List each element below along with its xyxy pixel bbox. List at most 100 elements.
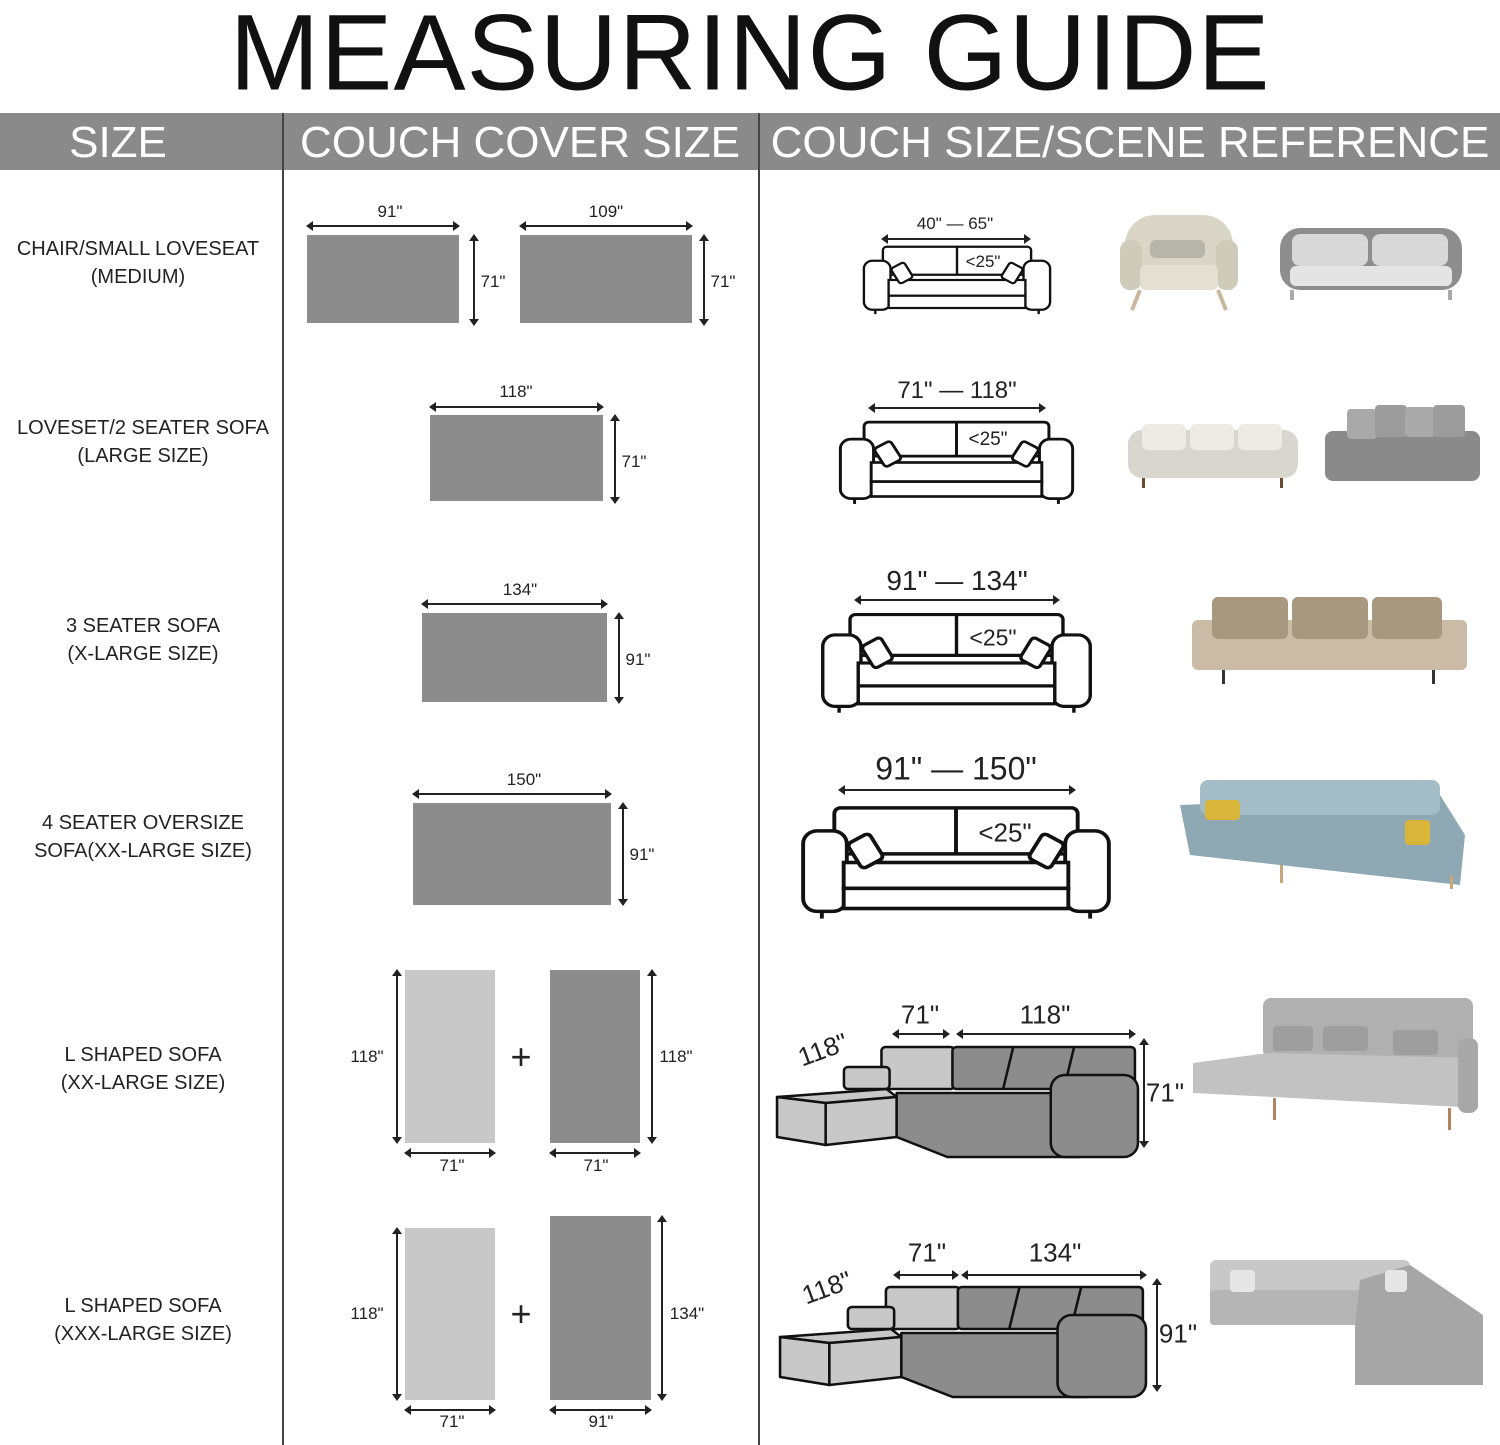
cover-width: 91" (377, 202, 403, 221)
cover-height: 91" (625, 650, 651, 669)
cover-rect (307, 235, 459, 323)
dimension-arrow (961, 1270, 1147, 1280)
range-arrow (881, 234, 1031, 244)
width-arrow (412, 789, 612, 799)
size-label: L SHAPED SOFA (XXX-LARGE SIZE) (54, 1292, 232, 1348)
sofa-depth: 71" (1145, 1077, 1185, 1108)
cover-height: 118" (659, 1047, 693, 1066)
cover-height: 91" (629, 845, 655, 864)
width-arrow (404, 1148, 496, 1158)
cover-rect (422, 613, 607, 702)
cover-height: 71" (621, 452, 647, 471)
couch-depth: <25" (978, 817, 1032, 848)
couch-range: 91" — 134" (886, 565, 1028, 596)
couch-diagram-icon (800, 805, 1112, 920)
width-arrow (421, 599, 608, 609)
cover-width: 71" (583, 1156, 609, 1175)
dimension-arrow (1152, 1278, 1162, 1392)
height-arrow (657, 1215, 667, 1401)
couch-depth: <25" (965, 252, 1001, 271)
size-class: (XXX-LARGE SIZE) (54, 1323, 232, 1345)
couch-depth: <25" (968, 429, 1008, 450)
dimension-arrow (892, 1029, 950, 1039)
height-arrow (469, 234, 479, 326)
header-bar (0, 113, 1500, 170)
size-class: (XX-LARGE SIZE) (60, 1072, 226, 1094)
seat-width: 71" (900, 999, 940, 1030)
l-sofa-photo (1210, 1260, 1483, 1385)
cover-rect-light (405, 970, 495, 1143)
height-arrow (610, 414, 620, 504)
cover-width: 71" (439, 1156, 465, 1175)
couch-range: 71" — 118" (897, 377, 1017, 404)
height-arrow (647, 969, 657, 1144)
sofa-photo (1180, 780, 1465, 889)
cover-rect-light (405, 1228, 495, 1400)
cover-width: 91" (588, 1412, 614, 1431)
cover-height: 134" (669, 1304, 705, 1323)
couch-diagram-icon (862, 245, 1052, 315)
sofa-photo (1192, 597, 1467, 684)
size-class: SOFA(XX-LARGE SIZE) (34, 840, 252, 862)
column-divider (282, 113, 284, 1445)
width-arrow (549, 1148, 641, 1158)
header-cover-size: COUCH COVER SIZE (299, 118, 741, 167)
couch-diagram-icon (820, 612, 1093, 714)
cover-rect (430, 415, 603, 501)
cover-width: 150" (506, 770, 542, 789)
plus-sign: + (510, 1293, 532, 1334)
cover-width: 118" (499, 382, 533, 401)
range-arrow (854, 595, 1060, 605)
cover-rect (550, 1216, 651, 1400)
cover-rect (520, 235, 692, 323)
size-label: 3 SEATER SOFA (X-LARGE SIZE) (66, 612, 220, 668)
l-sofa-diagram-icon (778, 1285, 1148, 1400)
dimension-arrow (893, 1270, 959, 1280)
height-arrow (699, 234, 709, 326)
height-arrow (614, 612, 624, 704)
cover-height: 118" (350, 1304, 384, 1323)
size-label: L SHAPED SOFA (XX-LARGE SIZE) (61, 1041, 225, 1097)
dimension-arrow (1139, 1038, 1149, 1148)
height-arrow (618, 802, 628, 906)
sofa-length: 134" (1028, 1237, 1082, 1268)
size-label: LOVESET/2 SEATER SOFA (LARGE SIZE) (17, 414, 269, 470)
couch-depth: <25" (969, 624, 1017, 651)
size-class: (LARGE SIZE) (77, 445, 209, 467)
size-name: CHAIR/SMALL LOVESEAT (16, 238, 260, 260)
size-name: LOVESET/2 SEATER SOFA (17, 417, 269, 439)
size-name: 4 SEATER OVERSIZE (42, 812, 244, 834)
header-size: SIZE (69, 118, 167, 167)
size-name: L SHAPED SOFA (64, 1044, 222, 1066)
width-arrow (404, 1405, 496, 1415)
width-arrow (549, 1405, 652, 1415)
dimension-arrow (956, 1029, 1136, 1039)
cover-rect (550, 970, 640, 1143)
couch-diagram-icon (838, 420, 1075, 505)
cover-width: 134" (502, 580, 538, 599)
cover-height: 118" (350, 1047, 384, 1066)
column-divider (758, 113, 760, 1445)
range-arrow (838, 785, 1076, 795)
size-class: (X-LARGE SIZE) (67, 643, 219, 665)
seat-width: 71" (907, 1237, 947, 1268)
size-label: CHAIR/SMALL LOVESEAT(MEDIUM) (17, 235, 259, 291)
header-reference: COUCH SIZE/SCENE REFERENCE (770, 118, 1490, 167)
l-sofa-photo (1193, 998, 1478, 1130)
cover-width: 71" (439, 1412, 465, 1431)
cover-rect (413, 803, 611, 905)
sofa-length: 118" (1019, 999, 1071, 1030)
cover-width: 109" (588, 202, 624, 221)
size-name: L SHAPED SOFA (64, 1295, 222, 1317)
width-arrow (306, 221, 460, 231)
size-name: 3 SEATER SOFA (65, 615, 221, 637)
cover-height: 71" (710, 272, 736, 291)
sofa-photo (1128, 424, 1298, 488)
page-title: MEASURING GUIDE (229, 0, 1271, 113)
height-arrow (392, 969, 402, 1144)
cover-height: 71" (480, 272, 506, 291)
couch-range: 91" — 150" (875, 750, 1037, 787)
range-arrow (868, 403, 1046, 413)
height-arrow (392, 1227, 402, 1401)
sofa-photo (1280, 228, 1462, 300)
